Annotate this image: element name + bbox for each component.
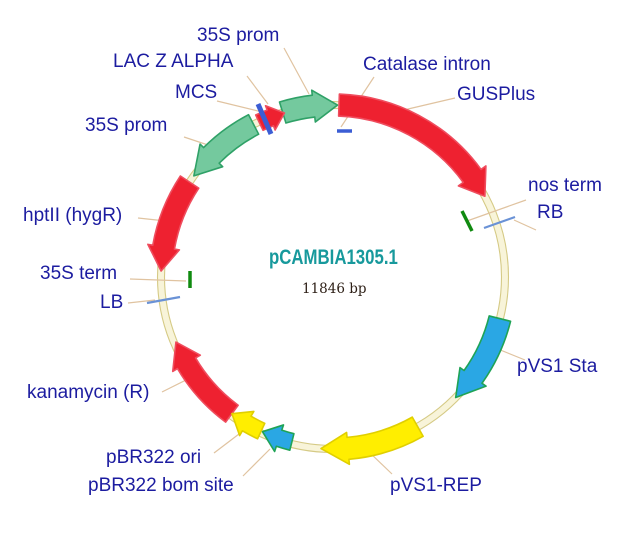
label-hptii: hptII (hygR) [23,205,123,226]
label-35s-prom-left: 35S prom [85,115,168,136]
leader-line-mcs [216,100,263,113]
feature-35s-prom-left-arrow [193,113,260,177]
feature-hptii-arrow [147,175,200,272]
feature-pvs1-sta-arrow [454,315,512,399]
label-lac-z-alpha: LAC Z ALPHA [113,51,234,72]
plasmid-size-label: 11846 bp [302,281,367,297]
label-kanamycin: kanamycin (R) [27,382,150,403]
feature-gusplus-arrow [337,93,487,198]
feature-pvs1-rep-arrow [320,416,424,466]
label-35s-term: 35S term [40,263,118,284]
label-pbr322-ori: pBR322 ori [106,447,202,468]
leader-line-35s-prom-top [283,47,310,95]
label-rb: RB [537,202,564,223]
label-35s-prom-top: 35S prom [197,25,280,46]
label-lb: LB [100,292,124,313]
leader-line-lac-z-alpha [246,75,269,105]
label-pvs1-rep: pVS1-REP [390,475,482,496]
leader-line-lb [127,299,156,304]
marker-mcs [255,103,274,135]
label-mcs: MCS [175,82,218,103]
label-gusplus: GUSPlus [457,84,536,105]
leader-line-pbr322-bom [242,448,271,477]
plasmid-title: pCAMBIA1305.1 [269,246,398,269]
feature-pbr322-ori-arrow [231,410,266,440]
leader-line-35s-term [129,278,187,282]
label-pvs1-sta: pVS1 Sta [517,356,598,377]
marker-nos-term [460,210,474,232]
label-pbr322-bom-site: pBR322 bom site [88,475,234,496]
marker-rb [483,215,516,230]
label-catalase-intron: Catalase intron [363,54,491,75]
feature-35s-prom-top-arrow [278,89,339,124]
feature-kanamycin-arrow [171,341,239,423]
feature-pbr322-bom-arrow [261,424,295,453]
marker-lb [146,295,181,305]
leader-line-pbr322-ori [213,433,240,454]
label-nos-term: nos term [528,175,602,196]
leader-line-rb [513,219,537,231]
leader-line-nos-term [466,199,527,222]
